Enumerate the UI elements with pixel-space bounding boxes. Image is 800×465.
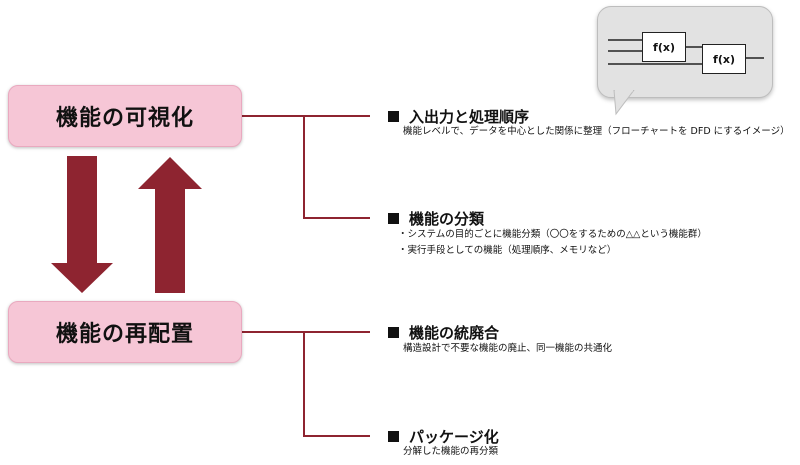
- box-relocate-label: 機能の再配置: [55, 322, 194, 347]
- section-title-classify: 機能の分類: [388, 208, 484, 229]
- function-block-1: f(x): [642, 32, 686, 62]
- section-title-consolidate-text: 機能の統廃合: [409, 324, 500, 342]
- section-title-consolidate: 機能の統廃合: [388, 322, 499, 343]
- section-title-classify-text: 機能の分類: [409, 210, 485, 228]
- section-desc-io: 機能レベルで、データを中心とした関係に整理（フローチャートを DFD にするイメ…: [403, 124, 790, 140]
- connector-relocate-branch: [303, 332, 370, 437]
- box-visualize: 機能の可視化: [8, 85, 242, 147]
- section-title-package: パッケージ化: [388, 426, 499, 447]
- section-desc-io-line: 機能レベルで、データを中心とした関係に整理（フローチャートを DFD にするイメ…: [403, 126, 790, 137]
- section-desc-package: 分解した機能の再分類: [403, 444, 498, 460]
- section-desc-classify: ・システムの目的ごとに機能分類（〇〇をするための△△という機能群） ・実行手段と…: [398, 227, 707, 259]
- box-visualize-label: 機能の可視化: [55, 106, 194, 131]
- function-block-2-label: f(x): [713, 52, 735, 66]
- bullet-square-icon: [388, 431, 399, 442]
- section-title-io-text: 入出力と処理順序: [409, 108, 530, 126]
- section-desc-package-line: 分解した機能の再分類: [403, 446, 499, 457]
- arrow-down: [51, 156, 113, 293]
- connector-visualize-branch: [303, 116, 370, 219]
- arrow-up: [138, 157, 202, 293]
- section-title-package-text: パッケージ化: [409, 428, 499, 446]
- function-block-2: f(x): [702, 44, 746, 74]
- bubble-tail: [613, 90, 635, 116]
- section-title-io: 入出力と処理順序: [388, 106, 529, 127]
- section-desc-consolidate-line: 構造設計で不要な機能の廃止、同一機能の共通化: [403, 343, 613, 354]
- function-wires: [608, 39, 764, 65]
- section-desc-classify-line-2: ・実行手段としての機能（処理順序、メモリなど）: [398, 245, 617, 256]
- function-block-1-label: f(x): [653, 40, 675, 54]
- section-desc-consolidate: 構造設計で不要な機能の廃止、同一機能の共通化: [403, 341, 612, 357]
- box-relocate: 機能の再配置: [8, 301, 242, 363]
- bullet-square-icon: [388, 327, 399, 338]
- bullet-square-icon: [388, 213, 399, 224]
- function-bubble: f(x) f(x): [597, 6, 773, 98]
- section-desc-classify-line-1: ・システムの目的ごとに機能分類（〇〇をするための△△という機能群）: [398, 229, 707, 240]
- bullet-square-icon: [388, 111, 399, 122]
